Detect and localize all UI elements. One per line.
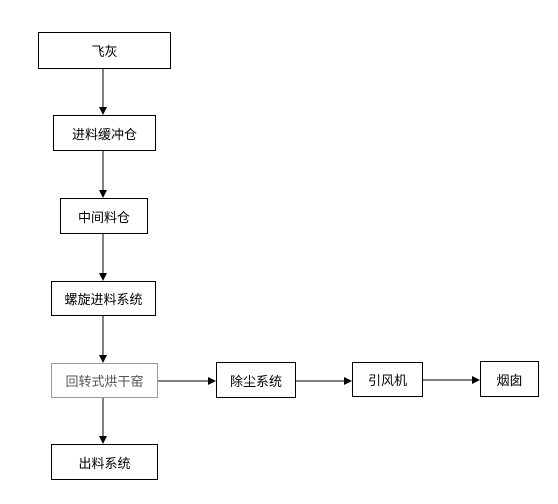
node-discharge-system: 出料系统 (51, 444, 158, 480)
node-rotary-kiln-label: 回转式烘干窑 (65, 375, 144, 390)
node-chimney-label: 烟囱 (496, 373, 523, 389)
node-feed-buffer-bin: 进料缓冲仓 (53, 115, 156, 151)
node-rotary-kiln: 回转式烘干窑 (51, 363, 158, 398)
node-intermediate-bin: 中间料仓 (60, 198, 148, 234)
node-induced-draft-fan: 引风机 (352, 362, 423, 397)
node-induced-draft-fan-label: 引风机 (367, 374, 407, 389)
node-chimney: 烟囱 (480, 361, 539, 397)
node-fly-ash: 飞灰 (38, 32, 171, 69)
node-dust-removal-system: 除尘系统 (216, 362, 296, 398)
node-fly-ash-label: 飞灰 (91, 45, 118, 60)
node-discharge-system-label: 出料系统 (78, 456, 131, 472)
node-feed-buffer-bin-label: 进料缓冲仓 (71, 127, 137, 143)
node-screw-feeding-system-label: 螺旋进料系统 (64, 293, 143, 308)
node-intermediate-bin-label: 中间料仓 (77, 210, 130, 226)
node-dust-removal-system-label: 除尘系统 (229, 374, 282, 390)
node-screw-feeding-system: 螺旋进料系统 (51, 281, 156, 316)
